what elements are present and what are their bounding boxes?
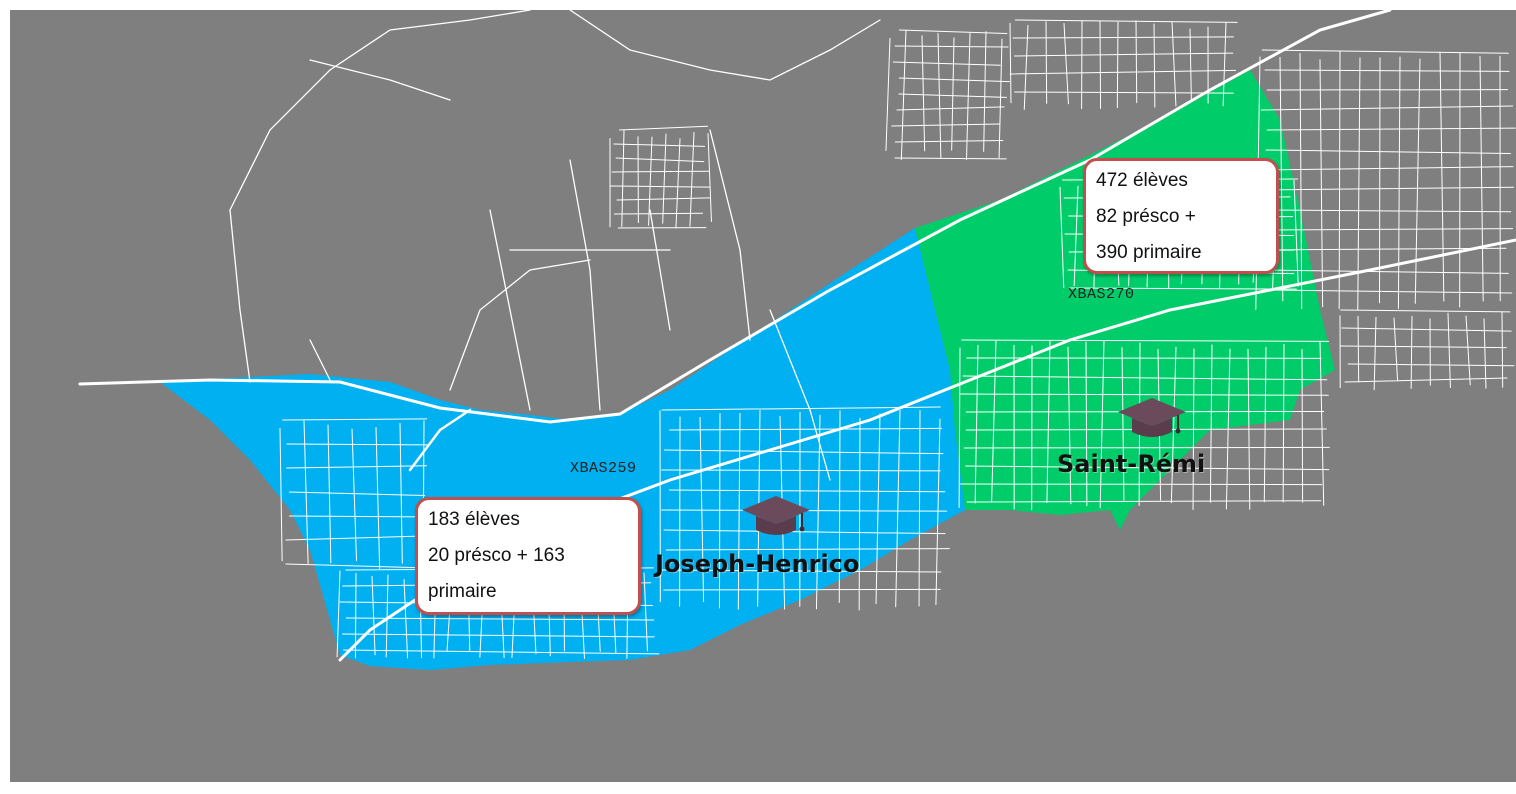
callout-line: 20 présco + 163 <box>428 545 565 566</box>
school-name-label[interactable]: Joseph-Henrico <box>655 550 860 578</box>
map-layer <box>10 10 1516 782</box>
callout-line: 472 élèves <box>1096 170 1188 191</box>
callout-line: 183 élèves <box>428 509 520 530</box>
zone-code-label: XBAS259 <box>570 460 637 477</box>
zone-code-label: XBAS270 <box>1068 286 1135 303</box>
school-name-label[interactable]: Saint-Rémi <box>1057 450 1206 478</box>
zone-xbas259-area[interactable] <box>160 228 965 670</box>
callout-xbas270: 472 élèves 82 présco + 390 primaire <box>1083 158 1279 274</box>
graduation-cap-icon[interactable] <box>736 494 816 544</box>
graduation-cap-icon[interactable] <box>1112 396 1192 446</box>
map-canvas[interactable]: 472 élèves 82 présco + 390 primaire 183 … <box>10 10 1516 782</box>
callout-line: primaire <box>428 581 497 602</box>
callout-xbas259: 183 élèves 20 présco + 163 primaire <box>415 497 641 615</box>
callout-line: 390 primaire <box>1096 242 1202 263</box>
callout-line: 82 présco + <box>1096 206 1196 227</box>
